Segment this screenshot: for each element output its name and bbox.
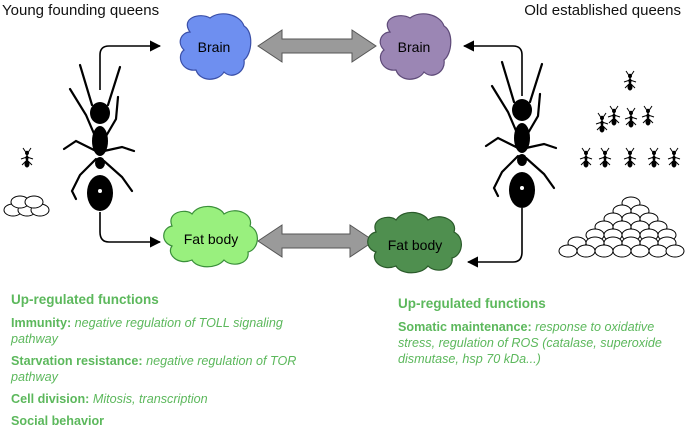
function-social-behavior: Social behavior	[11, 413, 311, 429]
young-queen-ant	[62, 63, 136, 213]
function-label: Social behavior	[11, 414, 105, 428]
young-queens-header: Young founding queens	[2, 2, 160, 19]
connector-arrows	[99, 40, 523, 268]
fatbody-comparison-arrow	[257, 224, 375, 258]
old-queens-functions-panel: Up-regulated functions Somatic maintenan…	[398, 296, 683, 373]
function-cell-division: Cell division: Mitosis, transcription	[11, 391, 311, 407]
function-starvation-resistance: Starvation resistance: negative regulati…	[11, 353, 311, 385]
brain-right-label: Brain	[398, 39, 431, 55]
old-worker-ants	[579, 70, 681, 168]
right-panel-heading: Up-regulated functions	[398, 296, 546, 311]
fatbody-right-label: Fat body	[388, 237, 442, 253]
function-description: response to oxidative stress, regulation…	[398, 320, 662, 366]
brain-left-label: Brain	[198, 39, 231, 55]
young-worker-ant	[20, 147, 34, 168]
function-description: negative regulation of TOLL signaling pa…	[11, 316, 283, 346]
old-queens-header: Old established queens	[524, 2, 681, 19]
function-description: Mitosis, transcription	[89, 392, 208, 406]
function-label: Somatic maintenance:	[398, 320, 532, 334]
fatbody-left-label: Fat body	[184, 231, 238, 247]
function-immunity: Immunity: negative regulation of TOLL si…	[11, 315, 311, 347]
brain-right: Brain	[379, 13, 452, 80]
brain-left: Brain	[179, 13, 252, 80]
young-eggs	[3, 195, 50, 217]
function-label: Immunity:	[11, 316, 72, 330]
young-queens-functions-panel: Up-regulated functions Immunity: negativ…	[11, 292, 311, 435]
brain-comparison-arrow	[257, 29, 377, 63]
function-description: negative regulation of TOR pathway	[11, 354, 297, 384]
left-panel-heading: Up-regulated functions	[11, 292, 159, 307]
function-somatic-maintenance: Somatic maintenance: response to oxidati…	[398, 319, 683, 367]
function-label: Starvation resistance:	[11, 354, 143, 368]
old-eggs-pyramid	[558, 196, 685, 258]
fatbody-right: Fat body	[367, 211, 462, 274]
function-label: Cell division:	[11, 392, 90, 406]
fatbody-left: Fat body	[163, 205, 258, 268]
old-queen-ant	[484, 60, 558, 210]
